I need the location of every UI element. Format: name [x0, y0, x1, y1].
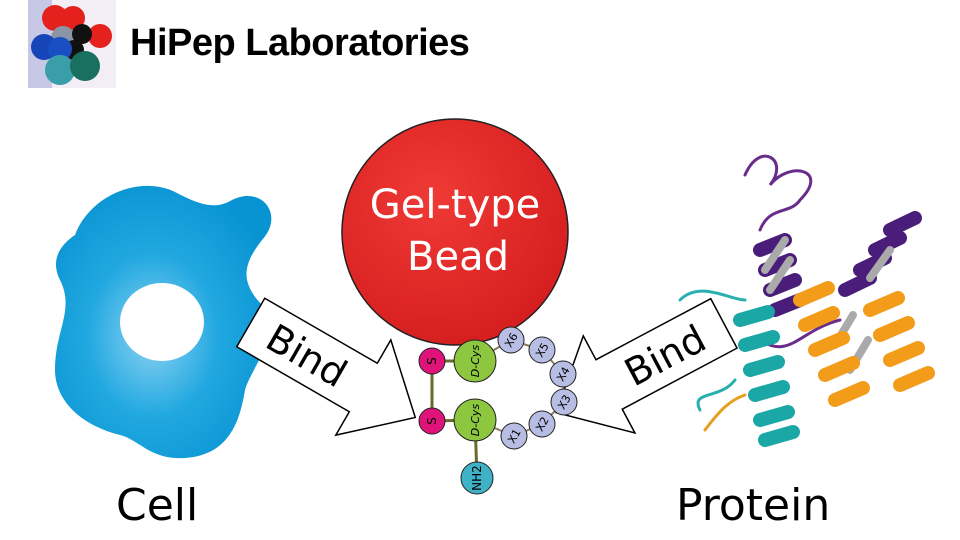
d-cys-residue: D-Cys — [453, 339, 497, 383]
residue-x6: X6 — [497, 326, 525, 354]
page-title: HiPep Laboratories — [130, 22, 470, 64]
molecule-logo — [28, 0, 116, 88]
d-cys-residue: D-Cys — [453, 398, 497, 442]
svg-text:S: S — [425, 357, 439, 365]
residue-x2: X2 — [528, 410, 556, 438]
residue-x1: X1 — [500, 422, 528, 450]
protein-structure — [678, 154, 935, 447]
bead-label-line2: Bead — [407, 234, 509, 280]
svg-text:X6: X6 — [502, 331, 521, 350]
residue-x5: X5 — [528, 336, 556, 364]
gel-bead — [341, 118, 569, 346]
peptide-ring: S S D-Cys D-Cys NH2 X1 X2 X3 X4 X5 X6 — [418, 326, 578, 495]
cell-shape — [55, 185, 272, 459]
cell-label: Cell — [116, 480, 199, 531]
svg-text:D-Cys: D-Cys — [469, 345, 482, 378]
sulfur-atom: S — [418, 407, 446, 435]
svg-text:X5: X5 — [533, 341, 552, 360]
residue-x4: X4 — [549, 360, 577, 388]
svg-text:X2: X2 — [533, 415, 552, 434]
amine-group: NH2 — [460, 461, 494, 495]
svg-text:D-Cys: D-Cys — [469, 404, 482, 437]
svg-text:S: S — [425, 417, 439, 425]
sulfur-atom: S — [418, 347, 446, 375]
protein-label: Protein — [676, 480, 831, 531]
bead-label-line1: Gel-type — [370, 182, 541, 228]
svg-text:NH2: NH2 — [470, 465, 484, 491]
svg-text:X3: X3 — [555, 393, 574, 412]
svg-text:X4: X4 — [554, 365, 573, 384]
svg-text:X1: X1 — [505, 427, 524, 446]
residue-x3: X3 — [550, 388, 578, 416]
